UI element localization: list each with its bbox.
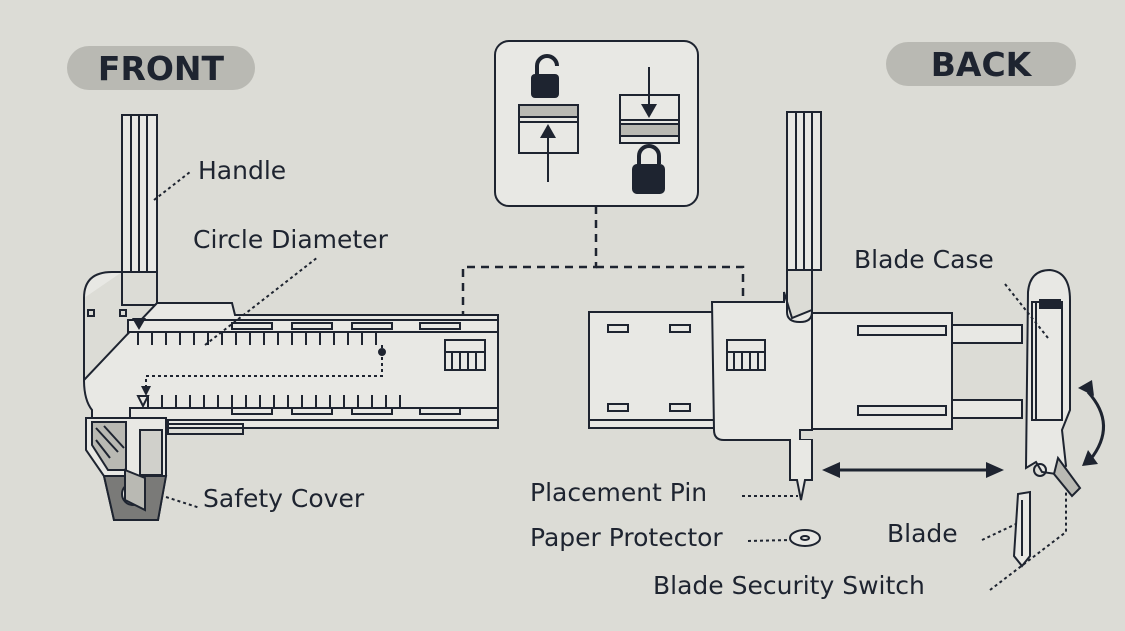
back-heading: BACK (886, 42, 1076, 86)
handle-label: Handle (198, 156, 286, 185)
back-handle (786, 111, 822, 324)
back-heading-text: BACK (931, 45, 1033, 84)
front-handle (121, 114, 158, 306)
blade-case (1024, 268, 1082, 498)
front-view (82, 114, 499, 521)
back-view (588, 111, 1082, 568)
safety-cover-assembly (85, 417, 168, 521)
paper-protector (789, 529, 821, 547)
blade-security-switch-label: Blade Security Switch (653, 571, 925, 600)
locked-padlock-icon (632, 144, 665, 194)
front-heading-text: FRONT (98, 49, 225, 88)
back-leaders (742, 283, 1067, 591)
panel-connector (461, 206, 745, 338)
arrow-down-icon (641, 67, 657, 118)
front-leaders (153, 171, 319, 509)
rotation-arrow (1078, 380, 1105, 466)
blade (1012, 490, 1031, 568)
blade-label: Blade (887, 519, 958, 548)
circle-diameter-label: Circle Diameter (193, 225, 389, 254)
safety-cover-label: Safety Cover (203, 484, 365, 513)
lock-instruction-panel (494, 40, 699, 207)
front-heading: FRONT (67, 46, 255, 90)
placement-pin-label: Placement Pin (530, 478, 707, 507)
blade-case-label: Blade Case (854, 245, 994, 274)
extension-arrow (822, 462, 1004, 478)
arrow-up-icon (540, 124, 556, 182)
paper-protector-label: Paper Protector (530, 523, 723, 552)
unlocked-padlock-icon (531, 54, 559, 98)
